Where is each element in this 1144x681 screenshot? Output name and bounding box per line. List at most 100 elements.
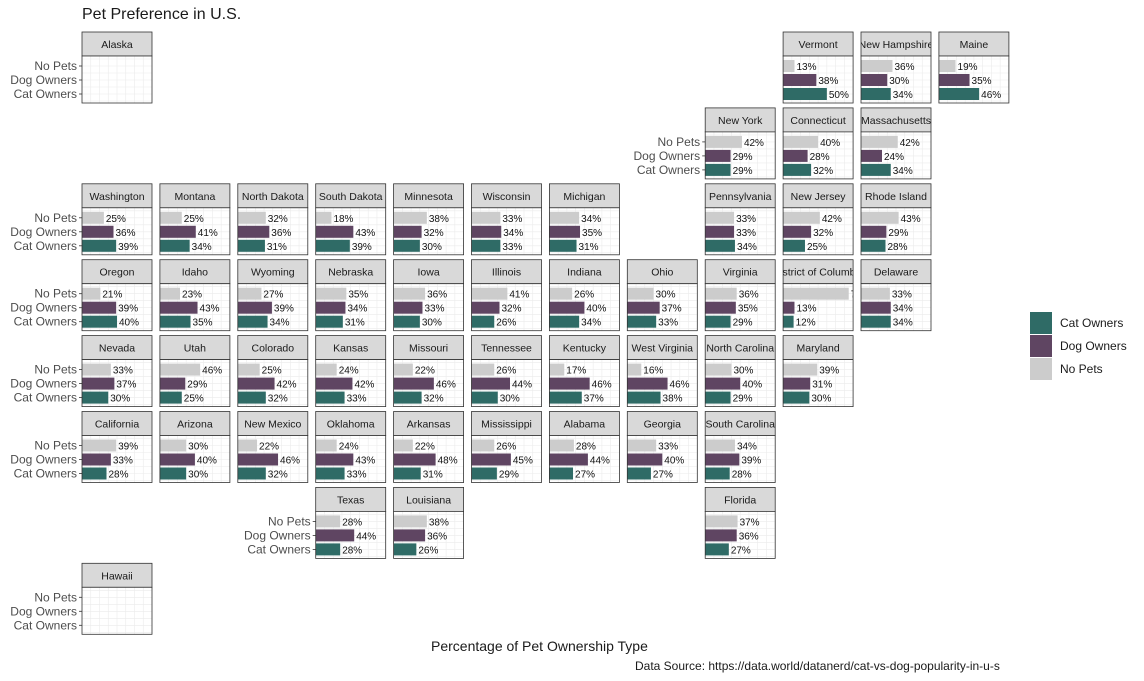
panel-title: Maryland — [797, 343, 840, 355]
y-tick-label: Cat Owners — [14, 315, 77, 329]
panel-border — [237, 207, 309, 256]
x-axis-label: Percentage of Pet Ownership Type — [431, 638, 648, 654]
bar-cat-owners — [82, 467, 107, 480]
bar-no-pets — [237, 287, 262, 300]
bar-dog-owners — [705, 225, 735, 238]
data-label: 33% — [347, 394, 367, 405]
panel-title: Missouri — [409, 343, 448, 355]
data-label: 31% — [812, 380, 832, 391]
data-label: 32% — [268, 470, 288, 481]
bar-cat-owners — [549, 239, 577, 252]
bar-cat-owners — [705, 391, 731, 404]
y-tick-label: Dog Owners — [10, 377, 77, 391]
panel-border — [549, 283, 620, 332]
data-label: 32% — [424, 228, 444, 239]
data-label: 30% — [811, 394, 831, 405]
bar-no-pets — [861, 211, 899, 224]
bar-no-pets — [783, 363, 818, 376]
legend-item-cat-owners: Cat Owners — [1030, 312, 1140, 335]
data-label: 32% — [268, 214, 288, 225]
data-label: 38% — [429, 214, 449, 225]
bar-dog-owners — [861, 301, 891, 314]
bar-cat-owners — [315, 543, 341, 556]
panel-strip — [393, 335, 465, 361]
bar-no-pets — [237, 211, 266, 224]
bar-cat-owners — [549, 391, 582, 404]
bar-cat-owners — [549, 315, 580, 328]
panel-title: Washington — [89, 191, 144, 203]
panel-strip — [704, 107, 776, 133]
panel-border — [315, 510, 387, 559]
y-tick-label: Cat Owners — [14, 618, 77, 632]
panel-border — [237, 283, 309, 332]
bar-cat-owners — [393, 543, 417, 556]
data-label: 46% — [280, 456, 300, 467]
bar-dog-owners — [159, 301, 198, 314]
panel-border — [782, 207, 854, 256]
y-tick-label: No Pets — [34, 363, 77, 377]
bar-cat-owners — [159, 315, 191, 328]
legend-item-no-pets: No Pets — [1030, 358, 1140, 381]
bar-no-pets — [82, 287, 101, 300]
bar-no-pets — [393, 363, 413, 376]
data-label: 39% — [118, 442, 138, 453]
y-tick-label: Cat Owners — [14, 87, 77, 101]
data-label: 30% — [422, 242, 442, 253]
panel-strip — [626, 335, 698, 361]
data-label: 28% — [342, 545, 362, 556]
y-tick-label: Cat Owners — [247, 542, 310, 556]
data-label: 32% — [813, 228, 833, 239]
panel-strip — [237, 259, 309, 285]
panel-border — [159, 359, 231, 408]
panel-border — [81, 435, 153, 483]
bar-no-pets — [82, 439, 117, 452]
panel-strip — [626, 411, 698, 436]
bar-cat-owners — [861, 239, 886, 252]
panel-border — [393, 510, 465, 559]
data-label: 29% — [733, 318, 753, 329]
panel-border — [549, 359, 620, 408]
data-label: 30% — [188, 442, 208, 453]
panel-title: Kentucky — [563, 343, 607, 355]
bar-cat-owners — [159, 239, 190, 252]
panel-border — [315, 207, 387, 256]
bar-cat-owners — [861, 315, 891, 328]
panel-title: South Dakota — [319, 191, 383, 203]
panel-title: Georgia — [644, 419, 682, 431]
panel-title: Nevada — [99, 343, 135, 355]
bar-dog-owners — [159, 225, 196, 238]
bar-dog-owners — [705, 453, 740, 466]
data-label: 40% — [119, 318, 139, 329]
bar-dog-owners — [159, 377, 186, 390]
bar-dog-owners — [783, 377, 811, 390]
bar-no-pets — [471, 439, 495, 452]
panel-title: Michigan — [563, 191, 605, 203]
panel-title: Connecticut — [790, 115, 846, 127]
y-tick-label: Dog Owners — [10, 73, 77, 87]
bar-dog-owners — [627, 377, 668, 390]
panel-border — [393, 283, 465, 332]
data-label: 31% — [579, 242, 599, 253]
panel-title: New Jersey — [791, 191, 847, 203]
data-label: 40% — [586, 304, 606, 315]
data-label: 42% — [744, 138, 764, 149]
data-label: 31% — [423, 470, 443, 481]
panel-strip — [471, 259, 542, 285]
panel-border — [471, 283, 542, 332]
panel-title: Alaska — [101, 39, 133, 51]
panel-title: Massachusetts — [861, 115, 931, 127]
bar-dog-owners — [861, 74, 888, 86]
bar-dog-owners — [549, 301, 585, 314]
bar-dog-owners — [82, 453, 111, 466]
data-label: 42% — [822, 214, 842, 225]
